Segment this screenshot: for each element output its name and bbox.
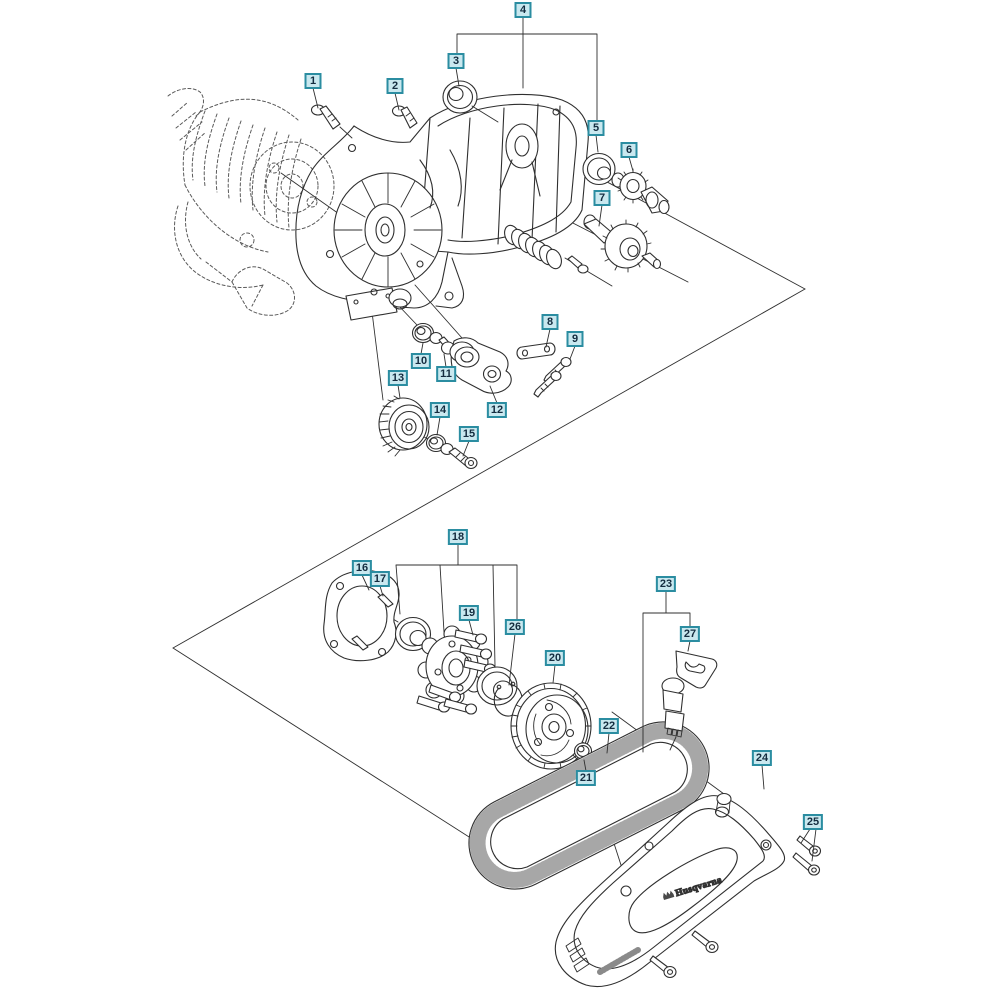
husqvarna-crown-icon <box>663 890 675 900</box>
part-label-10[interactable]: 10 <box>410 353 432 369</box>
part-label-20[interactable]: 20 <box>544 650 566 666</box>
screws-25-drawing <box>792 835 822 876</box>
part-label-21[interactable]: 21 <box>575 770 597 786</box>
clutch-drum-20-drawing <box>510 682 592 770</box>
leader-lines <box>312 16 817 862</box>
bearing-3-drawing <box>442 80 499 123</box>
part-label-3[interactable]: 3 <box>447 53 465 69</box>
part-label-4[interactable]: 4 <box>514 2 532 18</box>
screws-9-drawing <box>533 356 572 398</box>
belt-cover-24-drawing: Husqvarna <box>554 792 786 988</box>
worm-spring-drawing <box>504 224 589 274</box>
tensioning-key-27-drawing <box>661 650 718 751</box>
part-label-14[interactable]: 14 <box>429 402 451 418</box>
crankcase-drawing <box>295 93 589 321</box>
pinion-gear-6-drawing <box>611 168 670 215</box>
part-label-27[interactable]: 27 <box>679 626 701 642</box>
snap-ring-26-drawing <box>493 681 523 717</box>
part-label-18[interactable]: 18 <box>447 529 469 545</box>
part-label-24[interactable]: 24 <box>751 750 773 766</box>
part-label-13[interactable]: 13 <box>387 370 409 386</box>
strap-8-drawing <box>516 342 556 360</box>
bolt-1-drawing <box>310 104 353 139</box>
washer-14-drawing <box>425 433 447 453</box>
bolt-2-drawing <box>391 105 418 129</box>
bolt-15-drawing <box>440 442 478 470</box>
part-label-22[interactable]: 22 <box>598 718 620 734</box>
gear-shaft-7-drawing <box>583 214 662 273</box>
part-label-23[interactable]: 23 <box>655 576 677 592</box>
belt-23-drawing <box>468 721 710 890</box>
pulley-13-drawing <box>378 395 430 457</box>
tensioner-bracket-12-drawing <box>449 337 512 394</box>
part-label-7[interactable]: 7 <box>593 190 611 206</box>
cover-screws-drawing <box>649 930 719 979</box>
part-label-16[interactable]: 16 <box>351 560 373 576</box>
part-label-25[interactable]: 25 <box>802 814 824 830</box>
part-label-26[interactable]: 26 <box>504 619 526 635</box>
part-label-11[interactable]: 11 <box>436 366 456 382</box>
part-label-5[interactable]: 5 <box>587 120 605 136</box>
part-label-2[interactable]: 2 <box>386 78 404 94</box>
pins-17-drawing <box>351 593 394 651</box>
part-label-17[interactable]: 17 <box>369 571 391 587</box>
part-label-19[interactable]: 19 <box>458 605 480 621</box>
part-label-12[interactable]: 12 <box>486 402 508 418</box>
washer-10-drawing <box>411 322 435 344</box>
part-label-9[interactable]: 9 <box>566 331 584 347</box>
part-label-1[interactable]: 1 <box>304 73 322 89</box>
ghost-engine-drawing <box>167 88 335 316</box>
bearing-5-drawing <box>582 152 616 186</box>
part-label-6[interactable]: 6 <box>620 142 638 158</box>
bearing-18a-drawing <box>394 616 432 652</box>
part-label-8[interactable]: 8 <box>541 314 559 330</box>
part-label-15[interactable]: 15 <box>458 426 480 442</box>
